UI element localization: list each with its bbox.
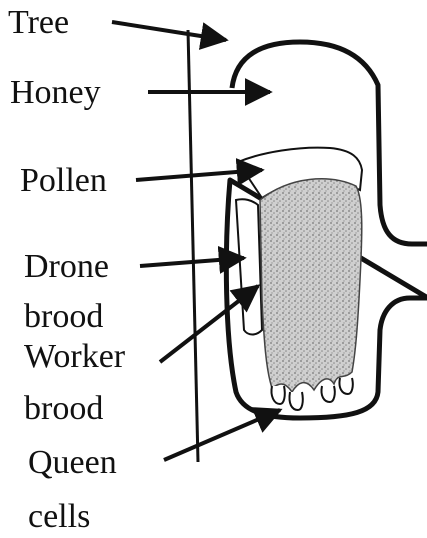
queen-cell-4: [339, 378, 352, 394]
worker-brood-label-line2: brood: [24, 392, 103, 426]
tree-trunk-line: [188, 30, 198, 462]
drone-brood-label-line1: Drone: [24, 250, 109, 284]
queen-cell-1: [271, 386, 284, 404]
queen-cells-label-line1: Queen: [28, 446, 117, 480]
queen-cells-pointer-arrow: [164, 410, 280, 460]
worker-brood-area: [260, 179, 362, 392]
honey-label: Honey: [10, 76, 101, 110]
queen-cells-label-line2: cells: [28, 500, 90, 534]
queen-cell-2: [289, 392, 302, 410]
queen-cell-3: [321, 386, 334, 402]
pollen-label: Pollen: [20, 164, 107, 198]
drone-brood-label-line2: brood: [24, 300, 103, 334]
tree-label: Tree: [8, 6, 69, 40]
drone-brood-strip: [236, 199, 262, 334]
tree-pointer-arrow: [112, 22, 226, 40]
pollen-pointer-arrow: [136, 170, 262, 180]
worker-brood-label-line1: Worker: [24, 340, 125, 374]
